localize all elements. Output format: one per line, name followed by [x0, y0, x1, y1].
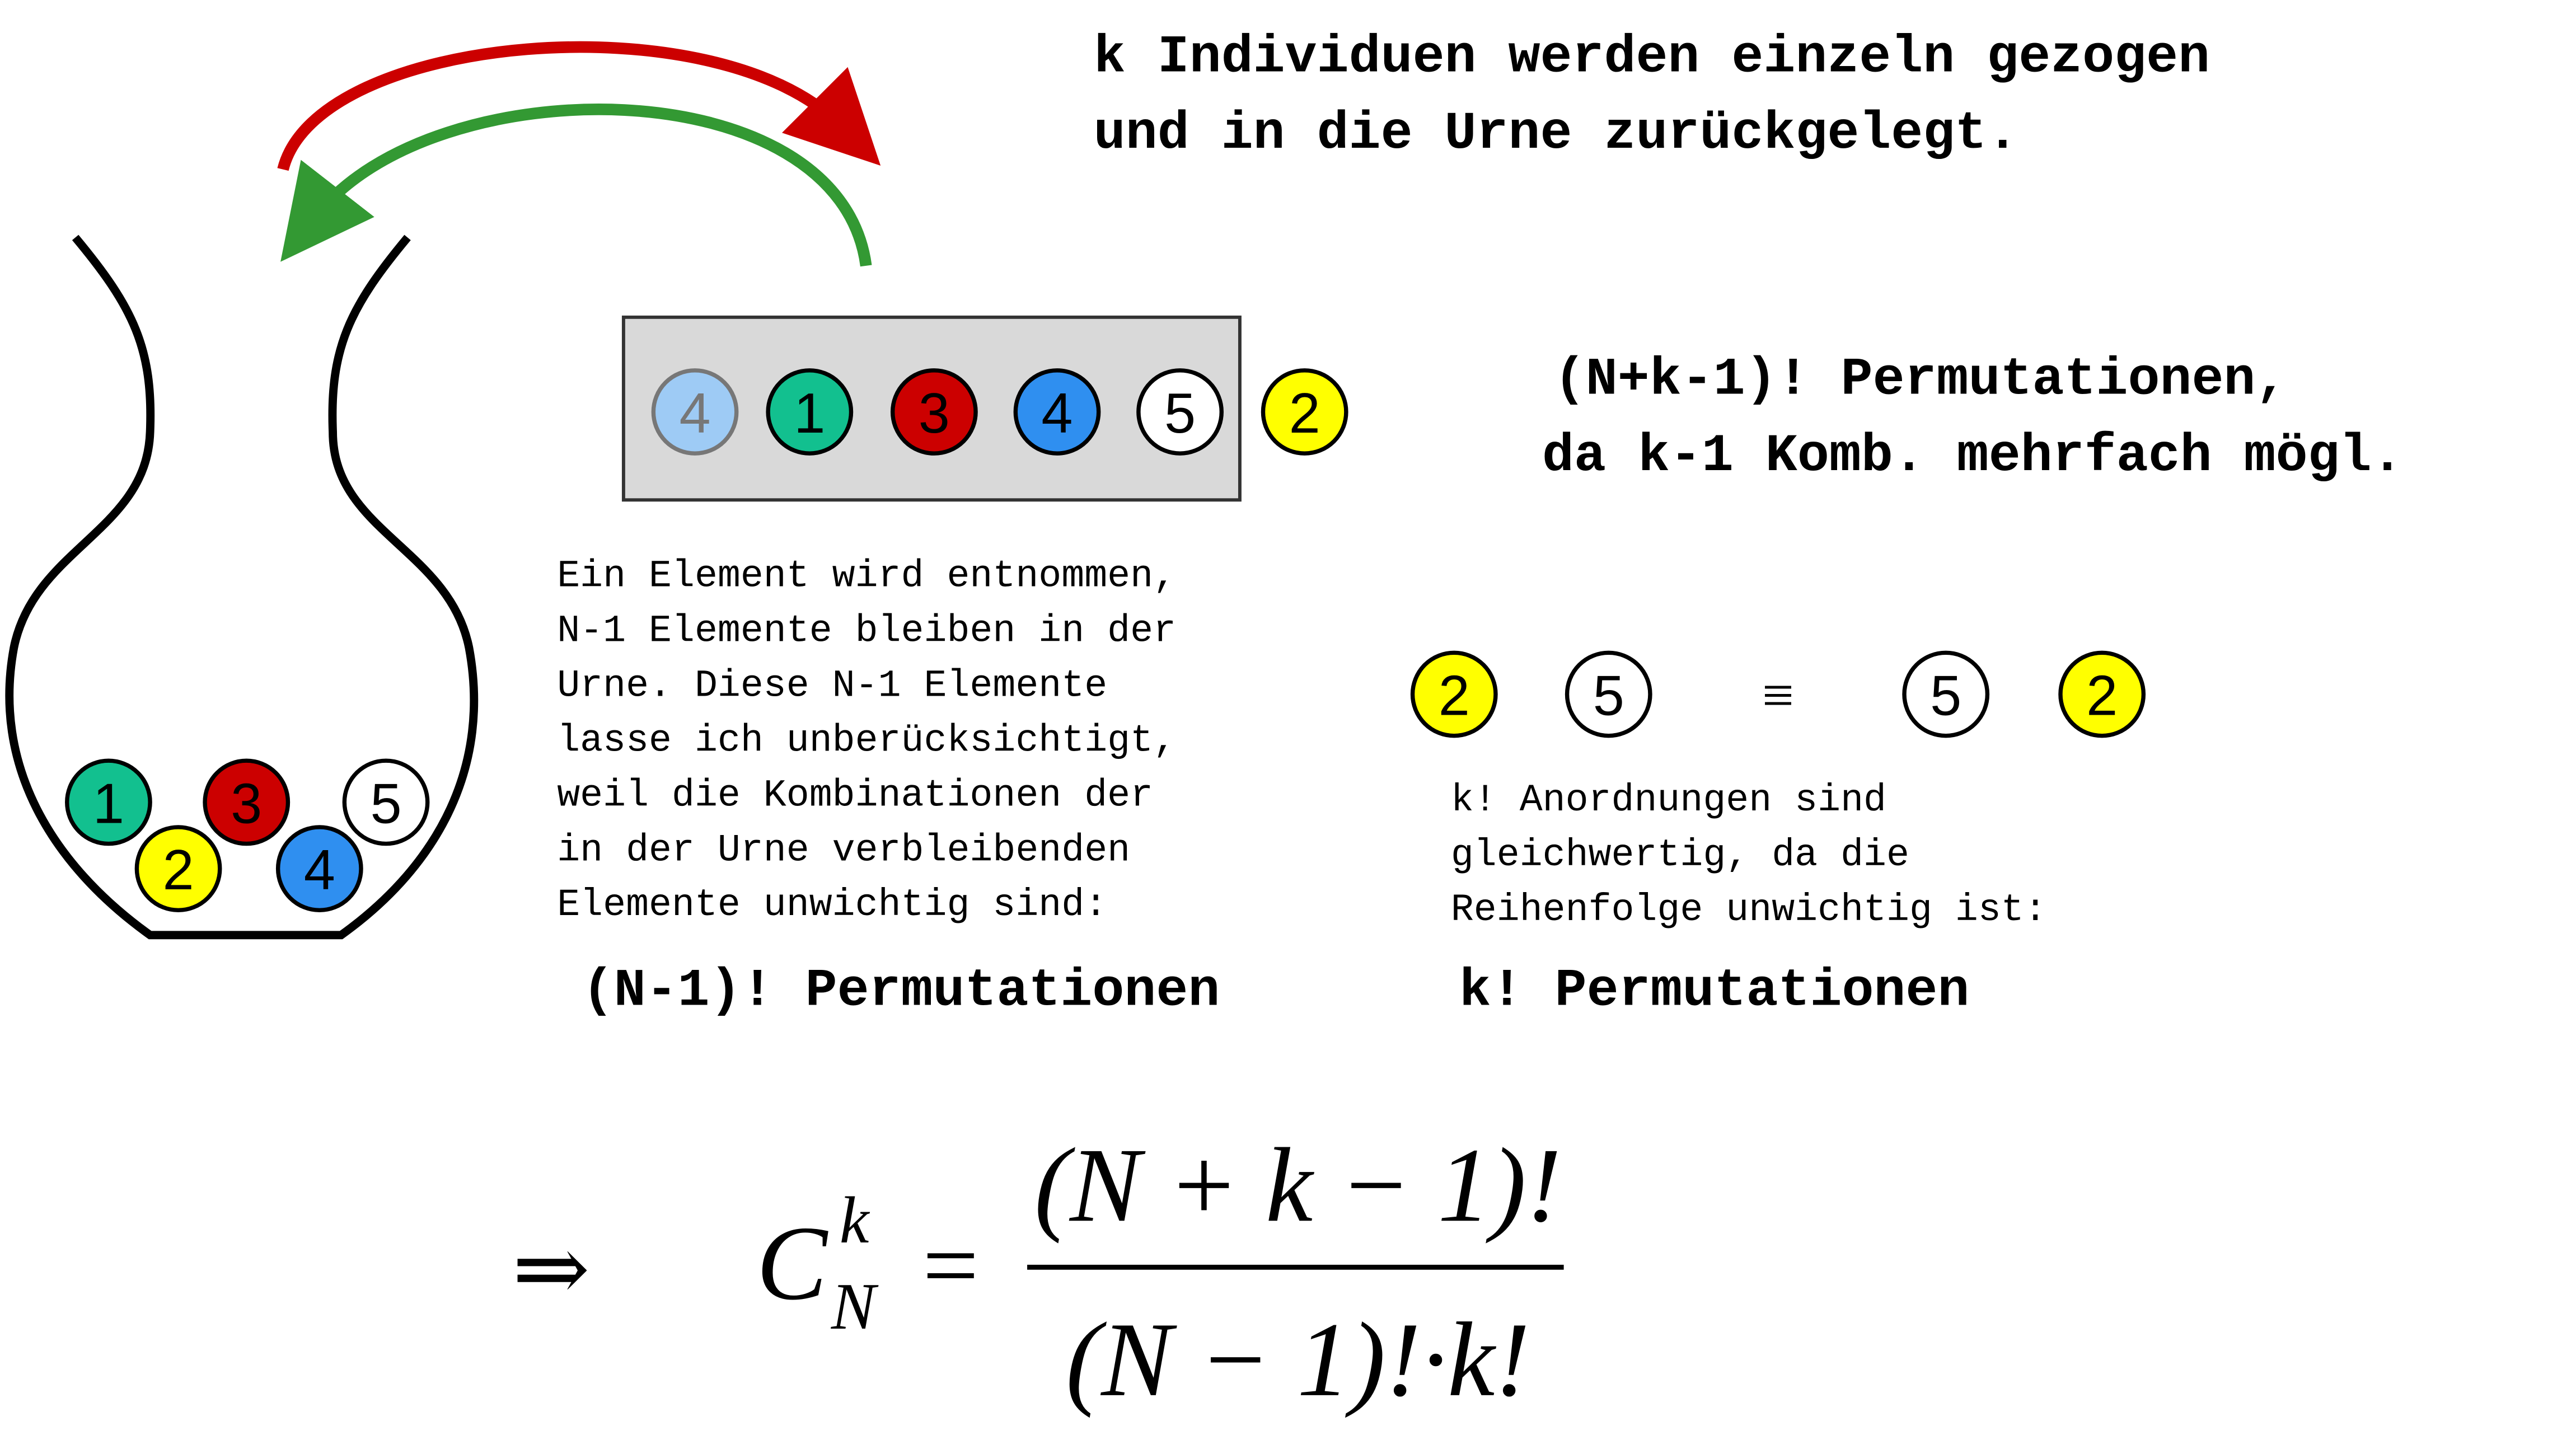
text-line: Urne. Diese N-1 Elemente	[557, 664, 1107, 707]
ball-circle	[1013, 368, 1101, 456]
ball-circle	[1565, 650, 1652, 738]
text-line: N-1 Elemente bleiben in der	[557, 610, 1176, 653]
ball-1: 1	[766, 368, 854, 456]
right-result: k! Permutationen	[1459, 960, 1970, 1021]
ball-2: 2	[134, 825, 222, 913]
ball-label: 2	[163, 839, 194, 902]
text-line: Reihenfolge unwichtig ist:	[1451, 889, 2047, 932]
text-line: in der Urne verbleibenden	[557, 829, 1130, 872]
ball-label: 4	[1041, 382, 1072, 445]
formula-sup: k	[840, 1183, 870, 1257]
ball-circle	[342, 758, 430, 846]
total-permutations-line-2: da k-1 Komb. mehrfach mögl.	[1542, 426, 2404, 486]
ball-3: 3	[890, 368, 978, 456]
ball-label: 3	[231, 772, 262, 835]
ball-5: 5	[1136, 368, 1224, 456]
formula-sub: N	[831, 1269, 879, 1343]
ball-2: 2	[1261, 368, 1348, 456]
text-line: weil die Kombinationen der	[557, 774, 1153, 817]
heading-line-1: k Individuen werden einzeln gezogen	[1094, 27, 2210, 88]
ball-circle	[651, 368, 739, 456]
equivalence-symbol: ≡	[1762, 664, 1794, 726]
ball-3: 3	[203, 758, 291, 846]
ball-label: 4	[304, 839, 335, 902]
ball-circle	[1261, 368, 1348, 456]
left-explanation: Ein Element wird entnommen, N-1 Elemente…	[557, 555, 1176, 927]
formula-numerator: (N + k − 1)!	[1034, 1127, 1562, 1244]
ball-label: 3	[919, 382, 950, 445]
ball-label: 4	[679, 382, 710, 445]
ball-label: 5	[1930, 664, 1961, 727]
text-line: Ein Element wird entnommen,	[557, 555, 1176, 598]
text-line: gleichwertig, da die	[1451, 834, 1909, 877]
ball-label: 5	[1593, 664, 1624, 727]
implies-symbol: ⇒	[512, 1218, 590, 1321]
text-line: Elemente unwichtig sind:	[557, 884, 1107, 927]
ball-circle	[1902, 650, 1990, 738]
ball-2: 2	[2058, 650, 2146, 738]
formula: ⇒ C k N = (N + k − 1)! (N − 1)!·k!	[512, 1127, 1564, 1419]
ball-5: 5	[1902, 650, 1990, 738]
text-line: lasse ich unberücksichtigt,	[557, 719, 1176, 762]
text-line: k! Anordnungen sind	[1451, 779, 1886, 822]
ball-4: 4	[1013, 368, 1101, 456]
ball-circle	[766, 368, 854, 456]
return-arrow-icon	[280, 104, 872, 267]
right-explanation: k! Anordnungen sind gleichwertig, da die…	[1451, 779, 2047, 932]
ball-circle	[1136, 368, 1224, 456]
urn-balls: 1 3 5 2 4	[65, 758, 430, 913]
ball-label: 5	[1164, 382, 1196, 445]
ball-circle	[203, 758, 291, 846]
ball-circle	[275, 825, 363, 913]
ball-label: 2	[2086, 664, 2118, 727]
formula-denominator: (N − 1)!·k!	[1066, 1301, 1530, 1419]
ball-2: 2	[1410, 650, 1498, 738]
ball-circle	[2058, 650, 2146, 738]
ball-circle	[134, 825, 222, 913]
ball-circle	[1410, 650, 1498, 738]
formula-C: C	[756, 1205, 828, 1322]
ball-label: 2	[1289, 382, 1320, 445]
ball-4: 4	[651, 368, 739, 456]
ball-circle	[65, 758, 152, 846]
ball-label: 1	[794, 382, 825, 445]
ball-label: 1	[93, 772, 124, 835]
ball-5: 5	[342, 758, 430, 846]
ball-circle	[890, 368, 978, 456]
draw-arrow-icon	[277, 41, 881, 171]
ball-label: 2	[1439, 664, 1470, 727]
drawn-balls: 4 1 3 4 5 2	[651, 368, 1348, 456]
equivalence-balls: 2 5 5 2	[1410, 650, 2146, 738]
formula-equals: =	[922, 1210, 978, 1321]
ball-5: 5	[1565, 650, 1652, 738]
total-permutations-line-1: (N+k-1)! Permutationen,	[1554, 349, 2288, 410]
ball-label: 5	[370, 772, 401, 835]
left-result: (N-1)! Permutationen	[582, 960, 1220, 1021]
ball-1: 1	[65, 758, 152, 846]
urn	[5, 234, 479, 940]
heading-line-2: und in die Urne zurückgelegt.	[1094, 104, 2018, 164]
ball-4: 4	[275, 825, 363, 913]
